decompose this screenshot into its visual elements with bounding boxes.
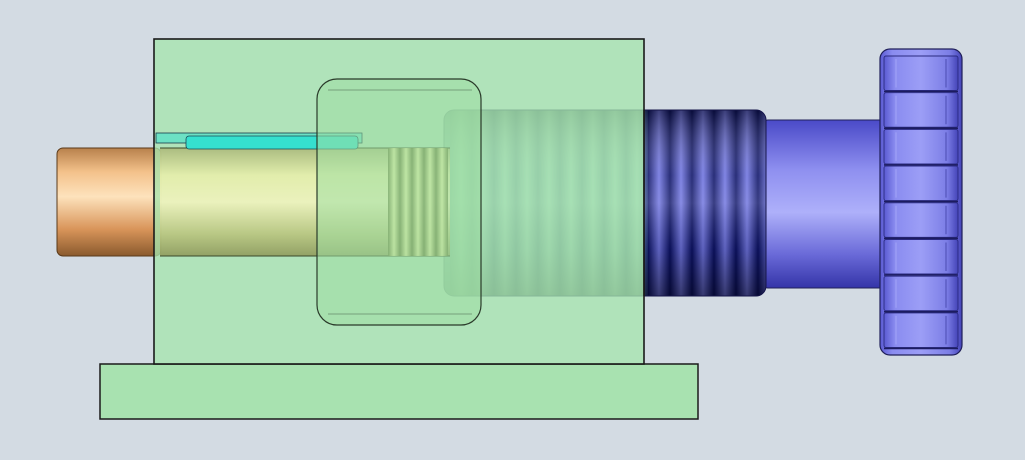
knurled-knob[interactable]	[879, 48, 963, 356]
shaft-tip[interactable]	[56, 147, 162, 257]
base-plate[interactable]	[99, 363, 699, 420]
bushing-collar[interactable]	[316, 78, 482, 326]
knob-neck[interactable]	[761, 119, 887, 289]
